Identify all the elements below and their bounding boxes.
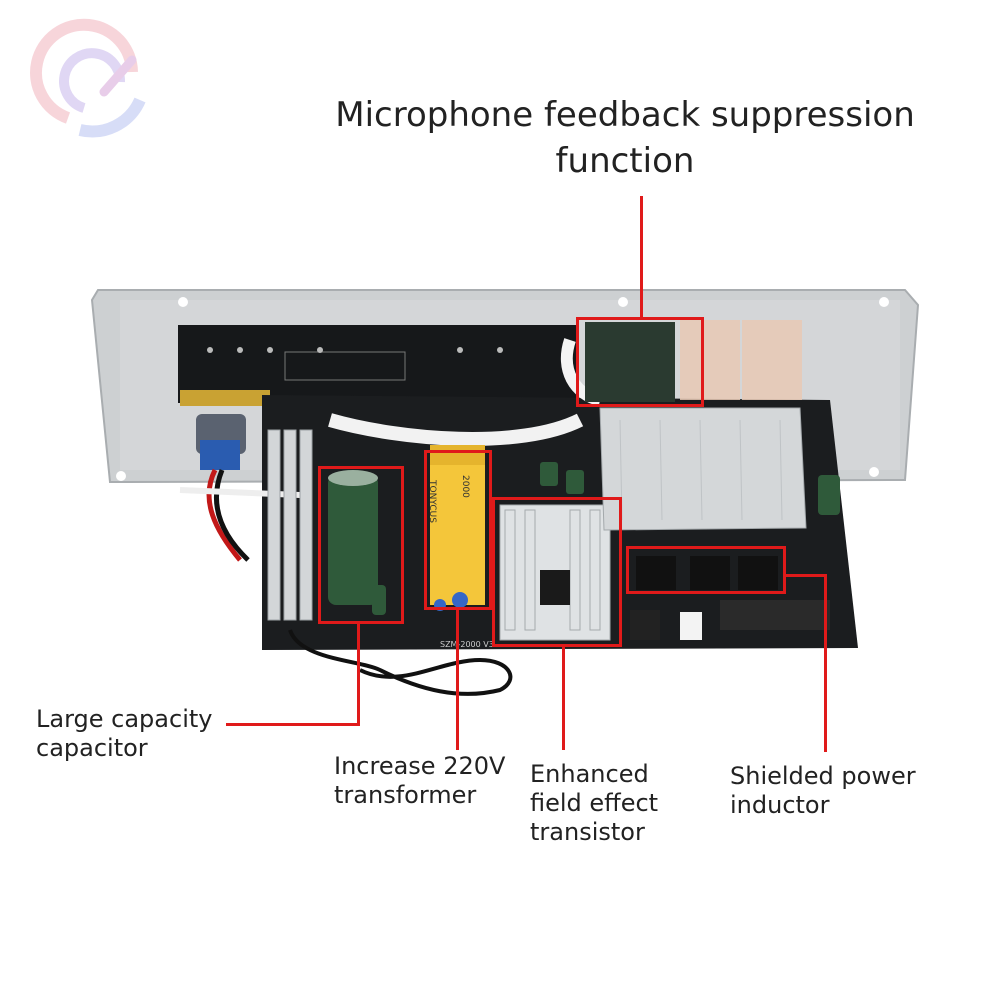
capacitor-callout: Large capacity capacitor — [36, 705, 213, 762]
mic-feedback-callout: Microphone feedback suppression function — [335, 95, 915, 181]
capacitor-leader-h — [226, 723, 360, 726]
inductor-leader-v — [824, 574, 827, 752]
main-heatsink — [599, 407, 807, 531]
shielded-inductor — [636, 556, 676, 590]
mic-module-highlight — [576, 317, 704, 407]
transformer — [430, 455, 485, 605]
transformer-leader-line — [456, 610, 459, 750]
transformer-highlight — [424, 450, 492, 610]
capacitor-leader-v — [357, 624, 360, 726]
inductor-callout: Shielded power inductor — [730, 762, 916, 819]
capacitor-highlight — [318, 466, 404, 624]
inductor-leader-h — [786, 574, 827, 577]
pcb-model-print: SZM-2000 V3 — [440, 640, 494, 649]
transistor-highlight — [492, 497, 622, 647]
circular-brand-logo-icon — [30, 18, 146, 138]
inductor-highlight — [626, 546, 786, 594]
transformer-callout: Increase 220V transformer — [334, 752, 506, 809]
large-capacitor — [328, 475, 378, 605]
top-leader-line — [640, 196, 643, 318]
transistor-leader-line — [562, 647, 565, 750]
transistor-callout: Enhanced field effect transistor — [530, 760, 659, 846]
